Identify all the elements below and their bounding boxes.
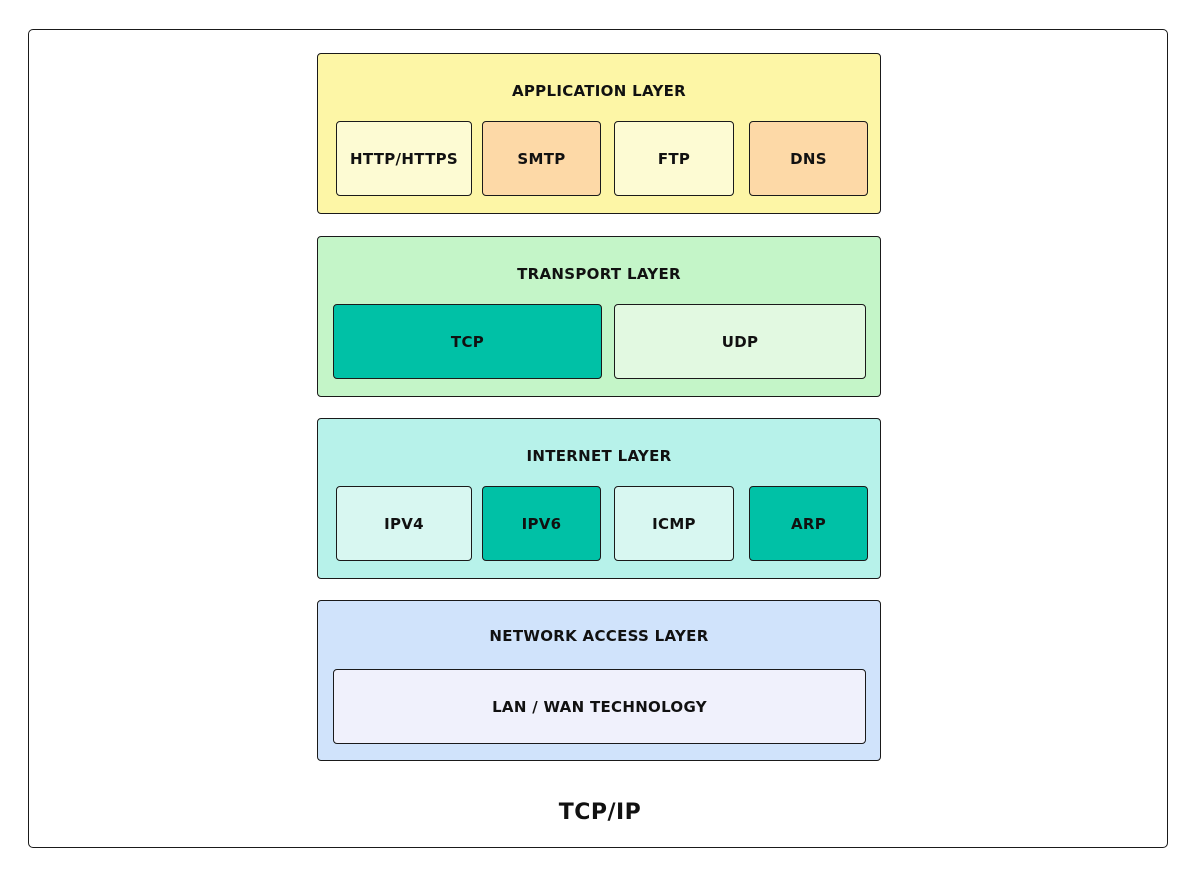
internet-layer: INTERNET LAYER IPV4 IPV6 ICMP ARP [317, 418, 881, 579]
diagram-caption: TCP/IP [558, 800, 642, 825]
transport-layer: TRANSPORT LAYER TCP UDP [317, 236, 881, 397]
internet-layer-title: INTERNET LAYER [526, 447, 672, 465]
network-access-layer: NETWORK ACCESS LAYER LAN / WAN TECHNOLOG… [317, 600, 881, 761]
protocol-udp: UDP [614, 304, 866, 379]
protocol-smtp: SMTP [482, 121, 601, 196]
protocol-arp: ARP [749, 486, 868, 561]
protocol-icmp: ICMP [614, 486, 734, 561]
transport-layer-title: TRANSPORT LAYER [517, 265, 681, 283]
protocol-tcp: TCP [333, 304, 602, 379]
protocol-ipv6: IPV6 [482, 486, 601, 561]
network-access-layer-title: NETWORK ACCESS LAYER [489, 627, 709, 645]
protocol-http-https: HTTP/HTTPS [336, 121, 472, 196]
application-layer-title: APPLICATION LAYER [511, 82, 687, 100]
protocol-dns: DNS [749, 121, 868, 196]
lan-wan-technology: LAN / WAN TECHNOLOGY [333, 669, 866, 744]
application-layer: APPLICATION LAYER HTTP/HTTPS SMTP FTP DN… [317, 53, 881, 214]
protocol-ipv4: IPV4 [336, 486, 472, 561]
protocol-ftp: FTP [614, 121, 734, 196]
